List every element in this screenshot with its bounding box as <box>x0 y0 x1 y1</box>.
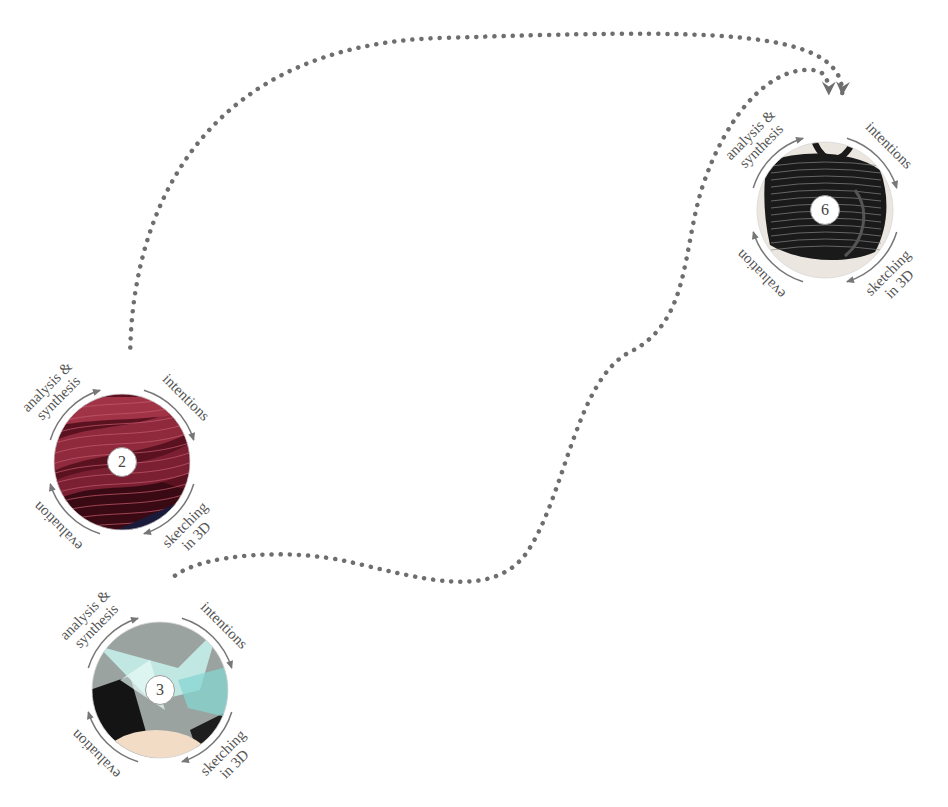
dotted-connector <box>175 70 829 582</box>
callout-number: 3 <box>156 682 164 698</box>
number-badge: 2 <box>107 447 137 477</box>
arrowhead <box>836 81 850 95</box>
number-badge: 3 <box>145 675 175 705</box>
callout-number: 2 <box>118 454 126 470</box>
cycle-node: analysis & synthesisintentions3sketching… <box>46 576 269 799</box>
dotted-connector <box>130 34 842 348</box>
arrowhead <box>822 82 836 96</box>
number-badge: 6 <box>810 195 840 225</box>
cycle-node: analysis & synthesisintentions2sketching… <box>8 348 231 571</box>
callout-number: 6 <box>821 202 829 218</box>
cycle-node: analysis & synthesisintentions6sketching… <box>711 96 934 319</box>
